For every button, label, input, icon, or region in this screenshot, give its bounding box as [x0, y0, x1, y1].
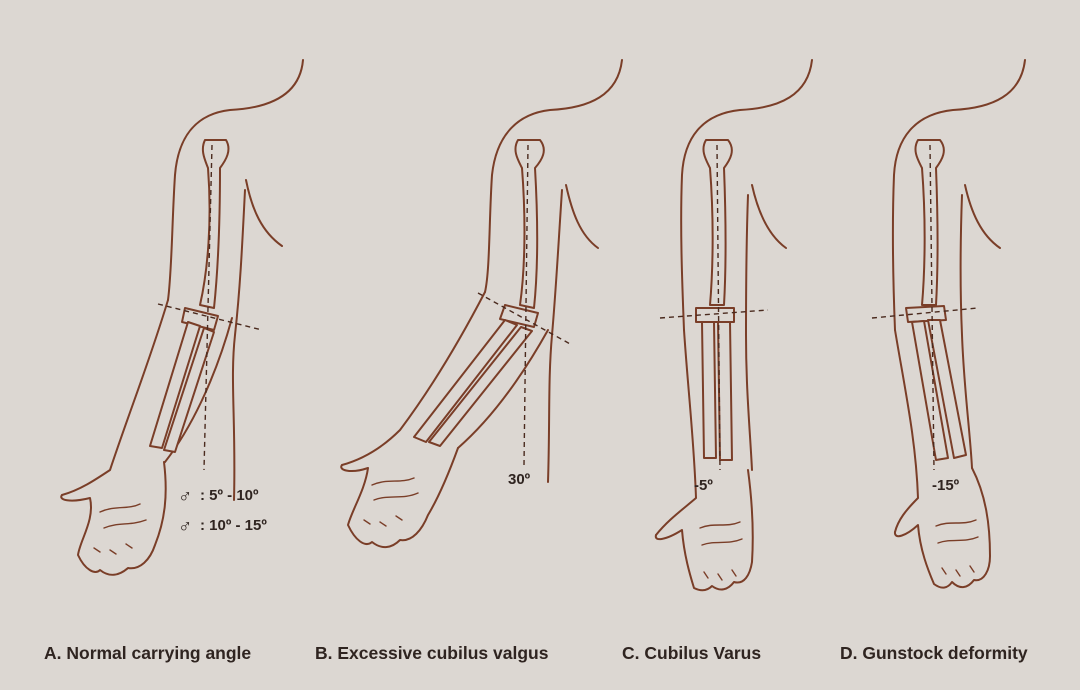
shoulder-outline-b: [484, 59, 623, 293]
forearm-outline-a: [61, 299, 169, 496]
humerus-d: [914, 139, 945, 306]
hand-a: [60, 461, 167, 576]
forearm-outline-c: [655, 329, 697, 536]
forearm-inner-b: [457, 329, 549, 449]
back-arm-outline-b: [547, 189, 563, 483]
angle-legend-a: ♂ : 5º - 10º ♂ : 10º - 15º: [178, 486, 267, 537]
palm-crease-d1: [935, 519, 977, 527]
humerus-b: [514, 139, 545, 309]
palm-crease-a2: [103, 519, 147, 529]
hand-b: [340, 447, 459, 548]
caption-b: B. Excessive cubilus valgus: [315, 643, 549, 663]
arm-panel-d: -15º: [871, 59, 1026, 589]
caption-a: A. Normal carrying angle: [44, 643, 252, 663]
humerus-c: [702, 139, 733, 306]
angle-label-b: 30º: [508, 471, 531, 488]
finger-crease-b: [363, 515, 403, 527]
palm-crease-a1: [99, 503, 141, 513]
arm-panel-c: -5º: [654, 59, 813, 592]
ulna-c: [717, 321, 733, 461]
radius-d: [911, 320, 949, 461]
angle-label-d: -15º: [932, 477, 960, 494]
male-symbol-icon: ♂: [178, 516, 192, 537]
palm-crease-b1: [371, 477, 415, 486]
radius-b: [413, 319, 518, 443]
ulna-b: [428, 326, 533, 447]
palm-crease-d2: [937, 536, 979, 544]
back-arm-outline-a: [231, 189, 246, 501]
finger-crease-c: [703, 569, 737, 581]
palm-crease-b2: [373, 492, 419, 501]
hand-c: [654, 469, 754, 592]
humerus-a: [199, 139, 230, 309]
forearm-outline-d: [894, 329, 919, 533]
torso-outline-a: [245, 179, 283, 247]
elbow-joint-c: [695, 307, 735, 323]
elbow-joint-a: [181, 307, 219, 331]
humerus-axis-c: [716, 144, 721, 471]
humerus-axis-d: [929, 144, 935, 471]
hand-d: [894, 467, 991, 589]
humerus-axis-a: [203, 144, 213, 471]
palm-crease-c1: [699, 521, 741, 529]
forearm-outline-b: [341, 291, 486, 466]
arm-panel-b: 30º: [340, 59, 623, 548]
torso-outline-c: [751, 184, 787, 249]
shoulder-outline-c: [680, 59, 813, 331]
back-arm-outline-c: [745, 194, 753, 471]
arm-panel-a: [60, 59, 304, 576]
angle-label-c: -5º: [694, 477, 713, 494]
ulna-a: [163, 327, 215, 453]
shoulder-outline-a: [167, 59, 304, 301]
elbow-axis-c: [659, 309, 769, 319]
caption-d: D. Gunstock deformity: [840, 643, 1028, 663]
caption-c: C. Cubilus Varus: [622, 643, 762, 663]
palm-crease-c2: [701, 538, 743, 546]
elbow-joint-d: [905, 305, 947, 323]
angle-range-male: : 5º - 10º: [200, 487, 259, 504]
torso-outline-b: [565, 184, 599, 249]
radius-c: [701, 321, 717, 459]
radius-a: [149, 321, 201, 449]
finger-crease-a: [93, 543, 133, 555]
male-symbol-icon: ♂: [178, 486, 192, 507]
ulna-d: [927, 319, 967, 459]
back-arm-outline-d: [959, 194, 973, 469]
finger-crease-d: [941, 565, 975, 577]
torso-outline-d: [964, 184, 1001, 249]
shoulder-outline-d: [891, 59, 1026, 331]
angle-range-second: : 10º - 15º: [200, 517, 267, 534]
